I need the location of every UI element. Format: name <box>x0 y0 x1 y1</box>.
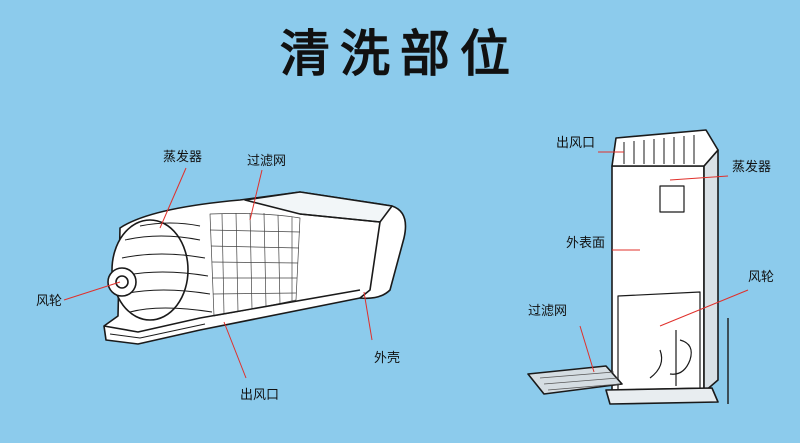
leader-left-evaporator <box>159 167 187 229</box>
leader-left-fan <box>63 281 121 301</box>
page-title: 清洗部位 <box>280 25 520 83</box>
label-left-fan: 风轮 <box>36 294 63 309</box>
label-left-filter: 过滤网 <box>247 154 287 169</box>
label-left-outlet: 出风口 <box>240 388 280 403</box>
label-right-outlet: 出风口 <box>556 136 596 151</box>
label-right-fan: 风轮 <box>748 270 775 285</box>
leader-right-filter <box>579 325 595 373</box>
label-right-surface: 外表面 <box>566 236 606 251</box>
leader-lines <box>63 151 749 379</box>
wall-unit-illustration <box>103 191 407 345</box>
floor-unit-illustration <box>527 129 729 405</box>
leader-left-casing <box>363 291 373 341</box>
leader-left-filter <box>249 169 263 221</box>
leader-right-fan <box>659 289 749 327</box>
leader-right-evaporator <box>669 175 729 181</box>
leader-left-outlet <box>223 321 247 379</box>
label-right-evaporator: 蒸发器 <box>732 160 772 175</box>
label-right-filter: 过滤网 <box>528 304 568 319</box>
label-left-casing: 外壳 <box>374 351 401 366</box>
label-left-evaporator: 蒸发器 <box>163 150 203 165</box>
